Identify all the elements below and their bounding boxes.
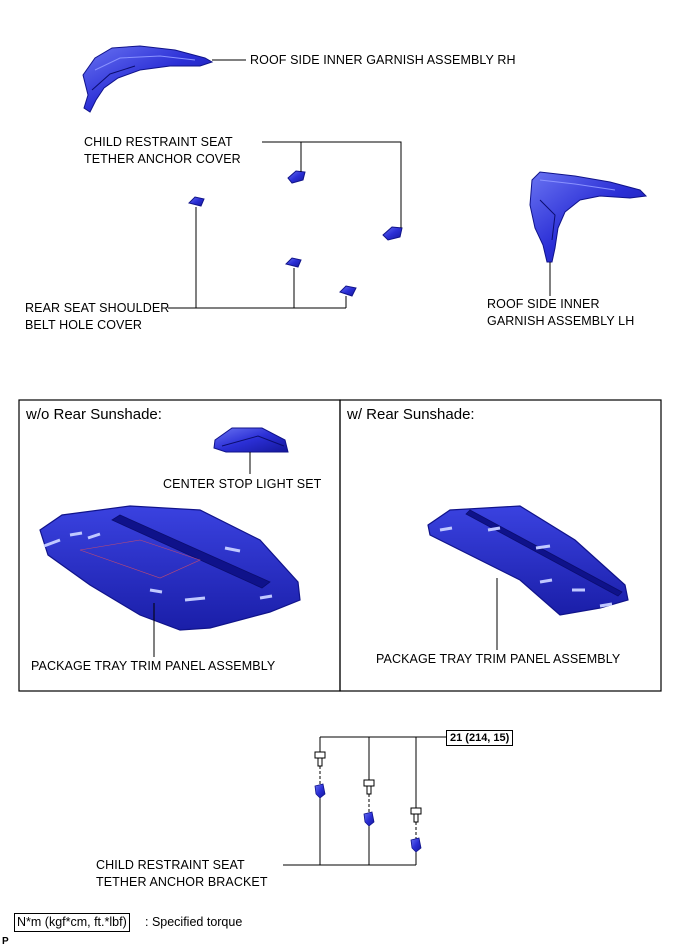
leader-bracket <box>283 766 417 866</box>
label-bracket-line1: CHILD RESTRAINT SEAT <box>96 858 245 872</box>
label-belt-cover-line2: BELT HOLE COVER <box>25 318 143 332</box>
tether-bracket-1 <box>314 783 326 799</box>
package-tray-left-part <box>39 505 301 631</box>
label-package-tray-right: PACKAGE TRAY TRIM PANEL ASSEMBLY <box>376 652 621 666</box>
panel-with-sunshade <box>339 399 662 692</box>
leader-tether-cover <box>262 141 402 228</box>
label-center-stop-light: CENTER STOP LIGHT SET <box>163 477 322 491</box>
label-roof-garnish-rh: ROOF SIDE INNER GARNISH ASSEMBLY RH <box>250 53 516 67</box>
center-stop-light-part <box>213 427 289 453</box>
panel-header-without-sunshade: w/o Rear Sunshade: <box>26 406 162 423</box>
label-tether-cover-line1: CHILD RESTRAINT SEAT <box>84 135 233 149</box>
tether-anchor-cover-1 <box>287 170 306 184</box>
leader-belt-cover <box>168 207 347 309</box>
belt-hole-cover-2 <box>285 257 302 268</box>
label-roof-garnish-lh-line2: GARNISH ASSEMBLY LH <box>487 314 635 328</box>
torque-spec-badge: 21 (214, 15) <box>446 730 514 746</box>
label-bracket-line2: TETHER ANCHOR BRACKET <box>96 875 268 889</box>
label-package-tray-left: PACKAGE TRAY TRIM PANEL ASSEMBLY <box>31 659 276 673</box>
belt-hole-cover-1 <box>188 196 205 207</box>
label-roof-garnish-lh-line1: ROOF SIDE INNER <box>487 297 600 311</box>
bolt-3 <box>410 807 422 823</box>
torque-unit-legend: N*m (kgf*cm, ft.*lbf) <box>14 913 130 932</box>
tether-bracket-2 <box>363 811 375 827</box>
bolt-2 <box>363 779 375 795</box>
bolt-1 <box>314 751 326 767</box>
package-tray-right-part <box>427 505 629 616</box>
belt-hole-cover-3 <box>339 285 357 297</box>
tether-anchor-cover-2 <box>382 226 403 241</box>
roof-side-garnish-lh-part <box>529 171 648 263</box>
leader-torque <box>319 736 446 808</box>
tether-bracket-3 <box>410 837 422 853</box>
label-tether-cover-line2: TETHER ANCHOR COVER <box>84 152 241 166</box>
label-belt-cover-line1: REAR SEAT SHOULDER <box>25 301 170 315</box>
corner-mark: P <box>2 936 9 947</box>
panel-header-with-sunshade: w/ Rear Sunshade: <box>347 406 475 423</box>
roof-side-garnish-rh-part <box>82 45 214 113</box>
torque-legend-text: : Specified torque <box>145 915 243 929</box>
